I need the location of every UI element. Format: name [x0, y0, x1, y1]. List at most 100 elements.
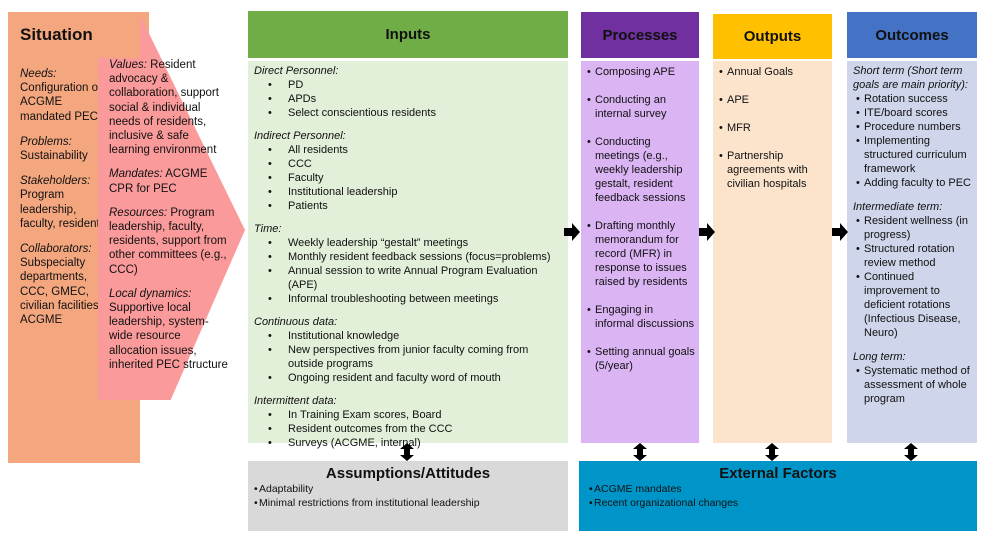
- list-item: Composing APE: [587, 65, 695, 79]
- context-arrow-shape: [98, 15, 245, 470]
- list-item: Partnership agreements with civilian hos…: [719, 149, 828, 191]
- block-text: Resident advocacy & collaboration, suppo…: [109, 59, 219, 157]
- section: Long term:Systematic method of assessmen…: [853, 350, 973, 406]
- context-block: Mandates: ACGME CPR for PEC: [109, 167, 229, 195]
- context-block: Values: Resident advocacy & collaboratio…: [109, 58, 229, 157]
- processes-list: Composing APEConducting an internal surv…: [587, 65, 695, 373]
- list-item: Minimal restrictions from institutional …: [254, 497, 562, 511]
- list-item: Conducting meetings (e.g., weekly leader…: [587, 135, 695, 205]
- section-list: Weekly leadership “gestalt” meetingsMont…: [254, 236, 562, 306]
- block-label: Mandates:: [109, 168, 163, 181]
- double-arrow-vertical-icon: [633, 443, 647, 461]
- list-item: Institutional leadership: [254, 185, 562, 199]
- list-item: Continued improvement to deficient rotat…: [853, 270, 973, 340]
- context-block: Resources: Program leadership, faculty, …: [109, 206, 229, 277]
- section-title: Time:: [254, 223, 282, 235]
- block-label: Local dynamics:: [109, 287, 192, 300]
- double-arrow-vertical-icon: [765, 443, 779, 461]
- double-arrow-vertical-icon: [904, 443, 918, 461]
- section-title: Short term (Short term goals are main pr…: [853, 65, 968, 91]
- block-text: Configuration of ACGME mandated PEC: [20, 82, 102, 123]
- list-item: Patients: [254, 199, 562, 213]
- situation-text: Needs: Configuration of ACGME mandated PE…: [20, 67, 110, 338]
- list-item: PD: [254, 78, 562, 92]
- list-item: Informal troubleshooting between meeting…: [254, 292, 562, 306]
- list-item: Resident outcomes from the CCC: [254, 422, 562, 436]
- section-title: Intermediate term:: [853, 201, 943, 213]
- list-item: Recent organizational changes: [589, 497, 967, 511]
- arrow-right-icon: [564, 223, 580, 241]
- arrow-right-icon: [699, 223, 715, 241]
- outcomes-body: Short term (Short term goals are main pr…: [847, 61, 977, 443]
- list-item: Drafting monthly memorandum for record (…: [587, 219, 695, 289]
- list-item: Institutional knowledge: [254, 329, 562, 343]
- list-item: Weekly leadership “gestalt” meetings: [254, 236, 562, 250]
- processes-header: Processes: [581, 12, 699, 58]
- list-item: Procedure numbers: [853, 120, 973, 134]
- section-list: Institutional knowledgeNew perspectives …: [254, 329, 562, 385]
- assumptions-list: AdaptabilityMinimal restrictions from in…: [254, 483, 562, 510]
- section: Indirect Personnel:All residentsCCCFacul…: [254, 129, 562, 213]
- block-label: Values:: [109, 59, 147, 71]
- list-item: Structured rotation review method: [853, 242, 973, 270]
- list-item: Rotation success: [853, 92, 973, 106]
- list-item: Implementing structured curriculum frame…: [853, 134, 973, 176]
- list-item: ITE/board scores: [853, 106, 973, 120]
- list-item: Surveys (ACGME, internal): [254, 436, 562, 450]
- section-title: Intermittent data:: [254, 395, 337, 407]
- list-item: Select conscientious residents: [254, 106, 562, 120]
- list-item: Setting annual goals (5/year): [587, 345, 695, 373]
- context-text: Values: Resident advocacy & collaboratio…: [109, 58, 229, 382]
- section: Intermittent data:In Training Exam score…: [254, 394, 562, 450]
- list-item: Faculty: [254, 171, 562, 185]
- list-item: MFR: [719, 121, 828, 135]
- section-list: All residentsCCCFacultyInstitutional lea…: [254, 143, 562, 213]
- section-title: Long term:: [853, 351, 906, 363]
- block-label: Collaborators:: [20, 243, 92, 256]
- list-item: Adding faculty to PEC: [853, 176, 973, 190]
- section: Short term (Short term goals are main pr…: [853, 64, 973, 190]
- list-item: In Training Exam scores, Board: [254, 408, 562, 422]
- situation-block: Stakeholders:Program leadership, faculty…: [20, 174, 110, 231]
- situation-block: Needs: Configuration of ACGME mandated PE…: [20, 67, 110, 124]
- section: Continuous data:Institutional knowledgeN…: [254, 315, 562, 385]
- block-label: Needs:: [20, 68, 57, 80]
- outputs-header: Outputs: [713, 14, 832, 59]
- list-item: Engaging in informal discussions: [587, 303, 695, 331]
- list-item: Annual Goals: [719, 65, 828, 79]
- section-list: Resident wellness (in progress)Structure…: [853, 214, 973, 340]
- section-list: In Training Exam scores, BoardResident o…: [254, 408, 562, 450]
- block-label: Resources:: [109, 206, 168, 219]
- list-item: APDs: [254, 92, 562, 106]
- block-text: Sustainability: [20, 150, 88, 163]
- list-item: All residents: [254, 143, 562, 157]
- block-label: Stakeholders:: [20, 175, 91, 188]
- list-item: Adaptability: [254, 483, 562, 497]
- situation-block: Collaborators:Subspecialty departments, …: [20, 242, 110, 327]
- processes-body: Composing APEConducting an internal surv…: [581, 61, 699, 443]
- list-item: ACGME mandates: [589, 483, 967, 497]
- inputs-body: Direct Personnel:PDAPDsSelect conscienti…: [248, 61, 568, 450]
- section-title: Continuous data:: [254, 316, 338, 328]
- context-block: Local dynamics: Supportive local leadersh…: [109, 287, 229, 372]
- section-list: Systematic method of assessment of whole…: [853, 364, 973, 406]
- list-item: Systematic method of assessment of whole…: [853, 364, 973, 406]
- section: Direct Personnel:PDAPDsSelect conscienti…: [254, 64, 562, 120]
- block-text: Program leadership, faculty, residents: [20, 189, 106, 230]
- assumptions-title: Assumptions/Attitudes: [325, 465, 491, 482]
- list-item: Ongoing resident and faculty word of mou…: [254, 371, 562, 385]
- block-text: Supportive local leadership, system-wide…: [109, 302, 228, 371]
- external-factors-title: External Factors: [719, 465, 837, 482]
- section-title: Direct Personnel:: [254, 65, 339, 77]
- outcomes-header: Outcomes: [847, 12, 977, 58]
- list-item: New perspectives from junior faculty com…: [254, 343, 562, 371]
- block-label: Problems:: [20, 135, 72, 148]
- list-item: APE: [719, 93, 828, 107]
- list-item: Monthly resident feedback sessions (focu…: [254, 250, 562, 264]
- section-list: Rotation successITE/board scoresProcedur…: [853, 92, 973, 190]
- section-title: Indirect Personnel:: [254, 130, 346, 142]
- situation-title: Situation: [20, 25, 93, 44]
- external-factors-box: External Factors ACGME mandatesRecent or…: [579, 461, 977, 531]
- block-text: Program leadership, faculty, residents, …: [109, 206, 227, 276]
- external-factors-list: ACGME mandatesRecent organizational chan…: [589, 483, 967, 510]
